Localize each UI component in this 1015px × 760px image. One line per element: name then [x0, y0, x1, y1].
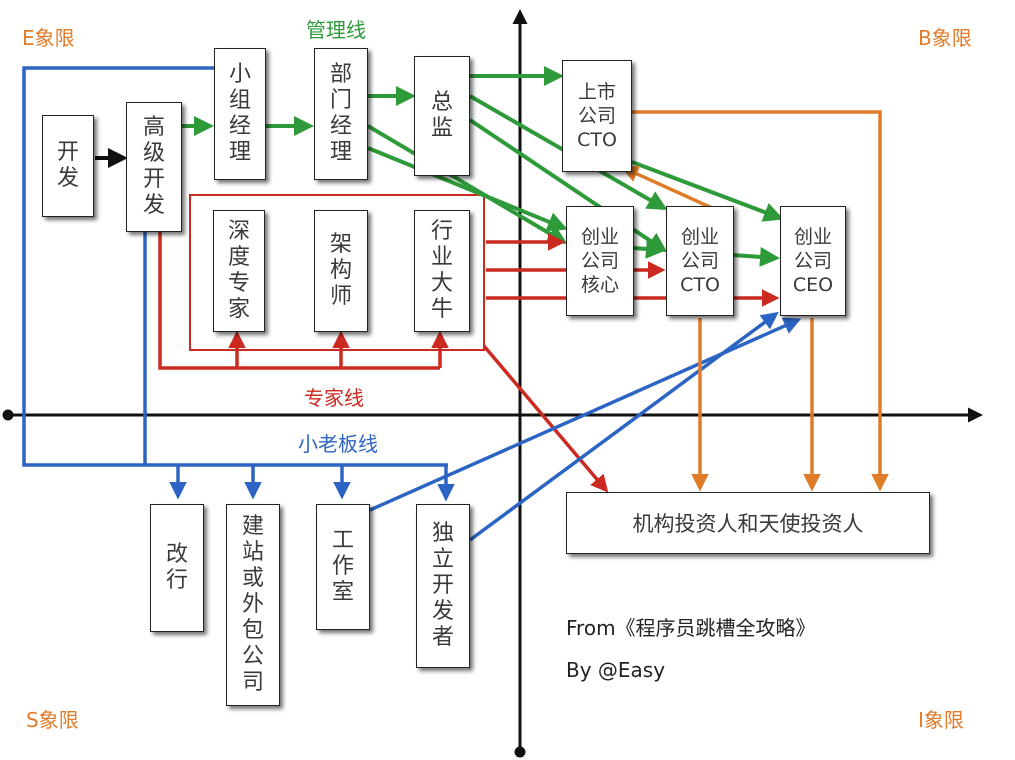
box-startup-core: 创业 公司 核心: [566, 206, 634, 316]
box-studio-label: 工作室: [331, 528, 354, 605]
box-indie-dev: 独立开发者: [416, 504, 470, 668]
box-startup-ceo-label: 创业 公司 CEO: [792, 226, 834, 296]
box-architect: 架构师: [314, 210, 368, 332]
investor-arrows: [620, 110, 889, 492]
box-startup-ceo: 创业 公司 CEO: [780, 206, 846, 316]
expert-line-label: 专家线: [304, 386, 364, 410]
box-investors: 机构投资人和天使投资人: [566, 492, 930, 554]
box-dev: 开发: [42, 115, 94, 217]
box-industry-guru-label: 行业大牛: [430, 219, 453, 322]
quadrant-s-label: S象限: [26, 708, 79, 732]
box-startup-cto: 创业 公司 CTO: [666, 206, 734, 316]
quadrant-i-label: I象限: [918, 708, 964, 732]
box-architect-label: 架构师: [329, 232, 352, 309]
indie-arrows: [22, 66, 802, 542]
box-team-manager: 小组经理: [214, 48, 266, 180]
box-startup-core-label: 创业 公司 核心: [580, 226, 619, 296]
expert-arrows: [158, 232, 780, 493]
expert-zone: [189, 194, 485, 351]
box-career-change-label: 改行: [165, 542, 188, 593]
management-line-label: 管理线: [306, 18, 366, 42]
indie-line-label: 小老板线: [298, 432, 378, 456]
box-industry-guru: 行业大牛: [414, 210, 470, 332]
box-deep-expert-label: 深度专家: [227, 219, 250, 322]
box-dev-label: 开发: [56, 140, 79, 191]
box-startup-cto-label: 创业 公司 CTO: [680, 226, 720, 296]
box-deep-expert: 深度专家: [213, 210, 265, 332]
box-career-change: 改行: [150, 504, 204, 632]
box-senior-dev-label: 高级开发: [142, 115, 165, 218]
box-director: 总监: [414, 56, 470, 176]
quadrant-e-label: E象限: [22, 26, 75, 50]
box-director-label: 总监: [430, 90, 453, 141]
box-website-outsourcing-label: 建站或外包公司: [241, 514, 264, 695]
box-dept-manager: 部门经理: [314, 48, 368, 180]
axes: [2, 9, 983, 758]
credit-by: By @Easy: [566, 658, 666, 682]
box-indie-dev-label: 独立开发者: [431, 521, 454, 650]
box-listed-cto: 上市 公司 CTO: [562, 60, 632, 172]
box-team-manager-label: 小组经理: [228, 62, 251, 165]
quadrant-b-label: B象限: [918, 26, 972, 50]
credit-from: From《程序员跳槽全攻略》: [566, 616, 816, 640]
box-dept-manager-label: 部门经理: [329, 62, 352, 165]
box-listed-cto-label: 上市 公司 CTO: [577, 81, 617, 151]
box-senior-dev: 高级开发: [126, 102, 182, 232]
box-studio: 工作室: [316, 504, 370, 630]
box-website-outsourcing: 建站或外包公司: [226, 504, 280, 706]
box-investors-label: 机构投资人和天使投资人: [632, 512, 864, 536]
